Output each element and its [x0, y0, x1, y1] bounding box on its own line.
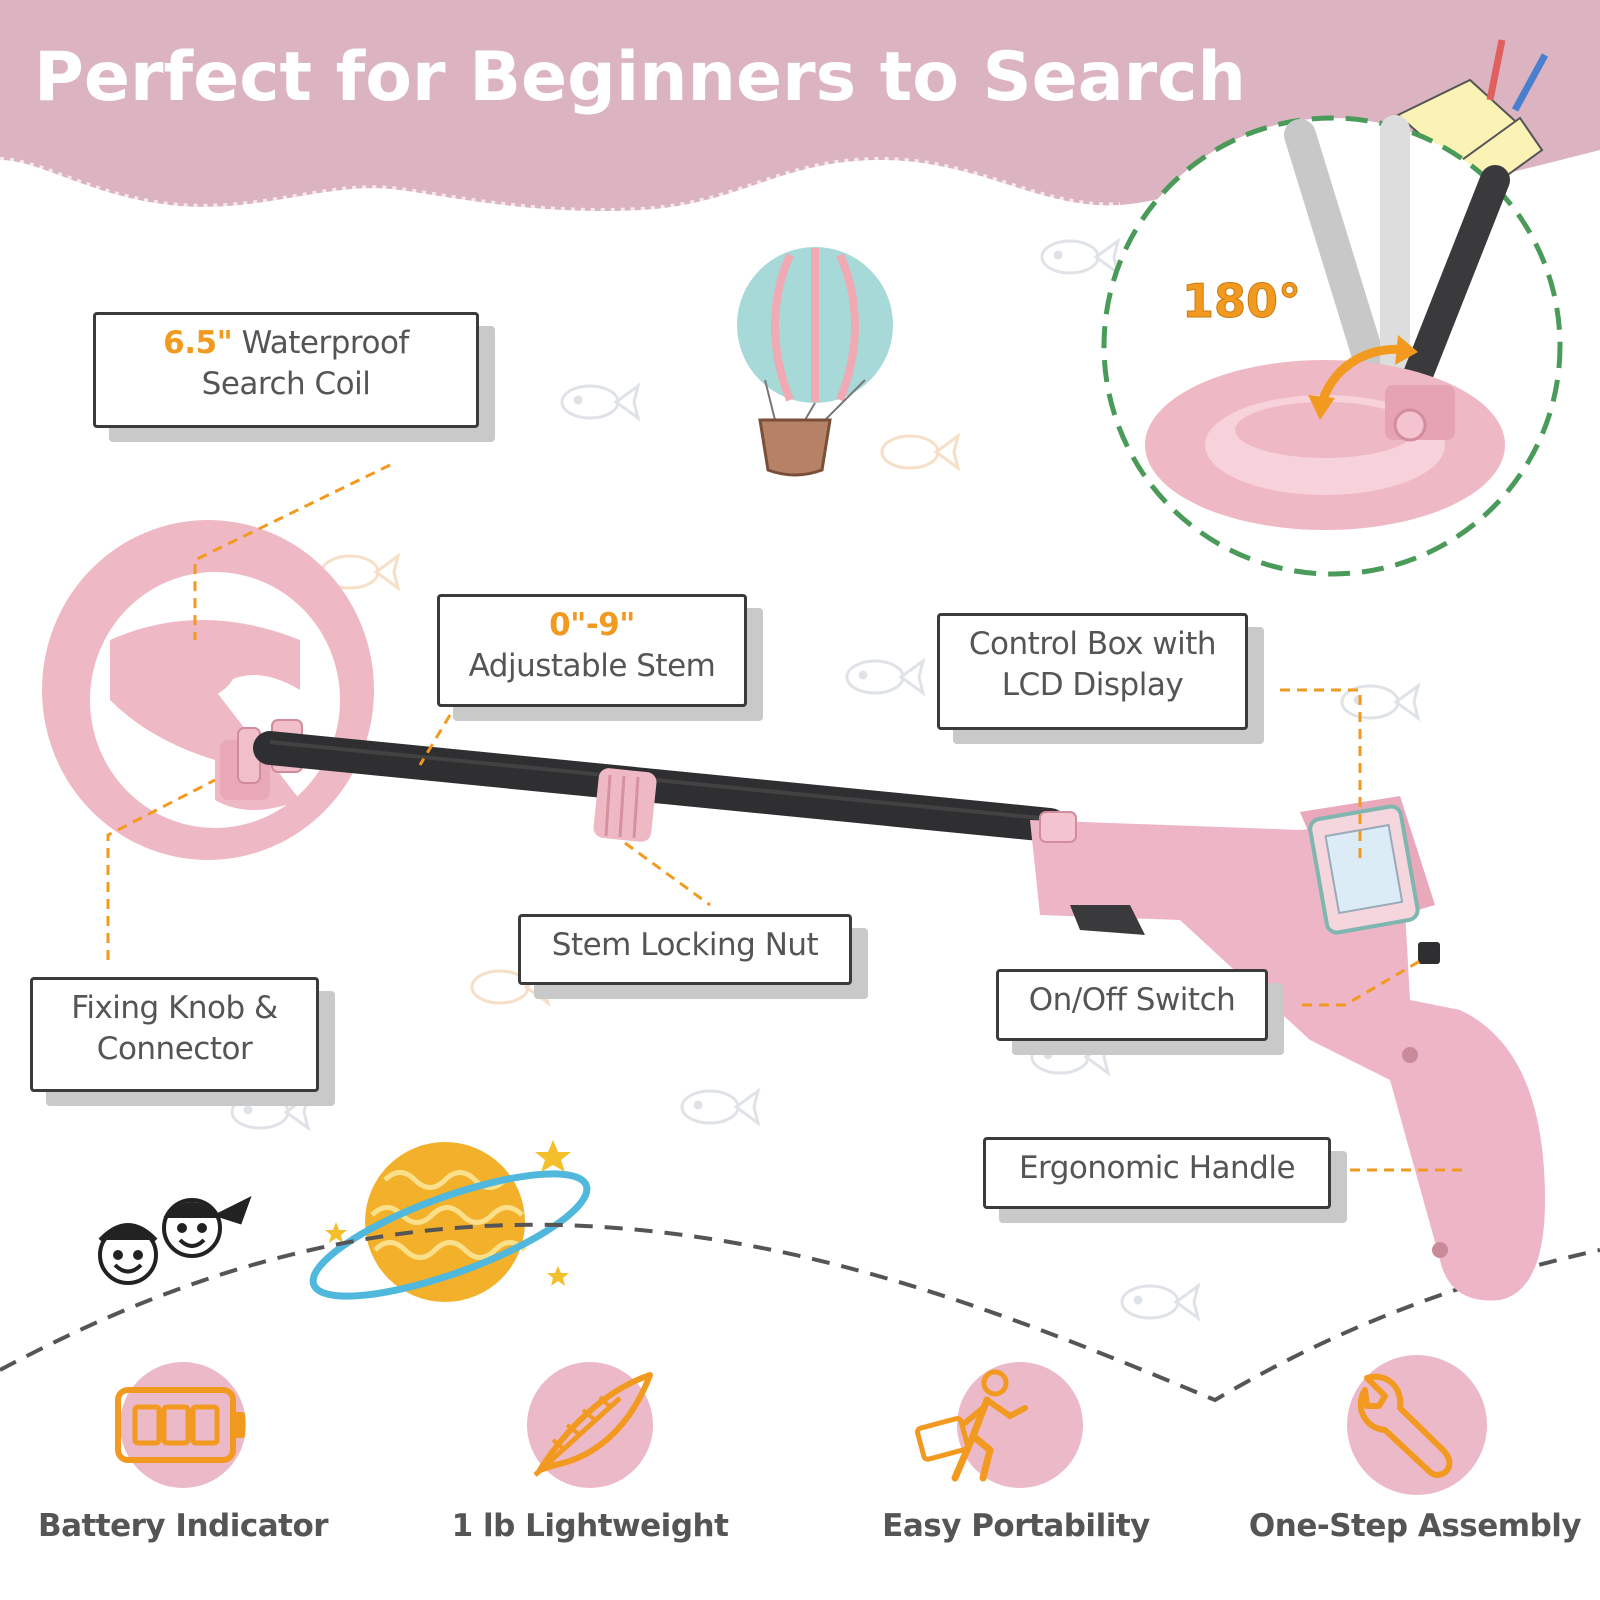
page-title: Perfect for Beginners to Search — [34, 38, 1246, 117]
callout-ergonomic-handle: Ergonomic Handle — [983, 1137, 1331, 1209]
wrench-icon — [1357, 1373, 1453, 1478]
walking-person-icon — [915, 1369, 1028, 1482]
callout-search-coil-line1: 6.5" Waterproof — [96, 323, 476, 364]
callout-adjustable-stem-line2: Adjustable Stem — [468, 648, 716, 684]
coil-waterproof-text: Waterproof — [241, 325, 410, 361]
kids-doodle-illustration — [98, 1195, 252, 1285]
planet-illustration — [309, 1140, 591, 1302]
stem-range-accent: 0"-9" — [549, 607, 635, 643]
feature-label-assembly: One-Step Assembly — [1248, 1508, 1582, 1544]
callout-stem-locking-nut-line1: Stem Locking Nut — [551, 927, 819, 963]
feather-icon — [533, 1372, 653, 1477]
callout-adjustable-stem: 0"-9" Adjustable Stem — [437, 594, 747, 707]
callout-fixing-knob-line1: Fixing Knob & — [71, 990, 278, 1026]
callout-fixing-knob: Fixing Knob & Connector — [30, 977, 319, 1092]
callout-ergonomic-handle-line1: Ergonomic Handle — [1018, 1150, 1296, 1186]
fish-decorations — [230, 237, 1421, 1322]
callout-control-box-line2: LCD Display — [1001, 667, 1184, 703]
callout-stem-locking-nut: Stem Locking Nut — [518, 914, 852, 985]
feature-label-portability: Easy Portability — [882, 1508, 1150, 1544]
callout-fixing-knob-line2: Connector — [96, 1031, 253, 1067]
rotation-inset — [1101, 115, 1563, 577]
callout-on-off-switch-line1: On/Off Switch — [1028, 982, 1236, 1018]
callout-on-off-switch: On/Off Switch — [996, 969, 1268, 1041]
callout-control-box: Control Box with LCD Display — [937, 613, 1248, 730]
dashed-ground-line — [0, 1222, 1600, 1403]
hot-air-balloon-illustration — [737, 247, 893, 477]
callout-leader-lines — [106, 463, 1465, 1172]
callout-search-coil-line2: Search Coil — [201, 366, 371, 402]
feature-label-battery: Battery Indicator — [37, 1508, 329, 1544]
coil-size-accent: 6.5" — [163, 325, 233, 361]
battery-icon — [115, 1387, 245, 1463]
feature-icon-circles — [120, 1355, 1487, 1495]
feature-label-lightweight: 1 lb Lightweight — [451, 1508, 729, 1544]
rotation-angle-label: 180° — [1181, 274, 1302, 329]
metal-detector-product — [42, 520, 1545, 1301]
callout-control-box-line1: Control Box with — [968, 626, 1217, 662]
callout-search-coil: 6.5" Waterproof Search Coil — [93, 312, 479, 428]
